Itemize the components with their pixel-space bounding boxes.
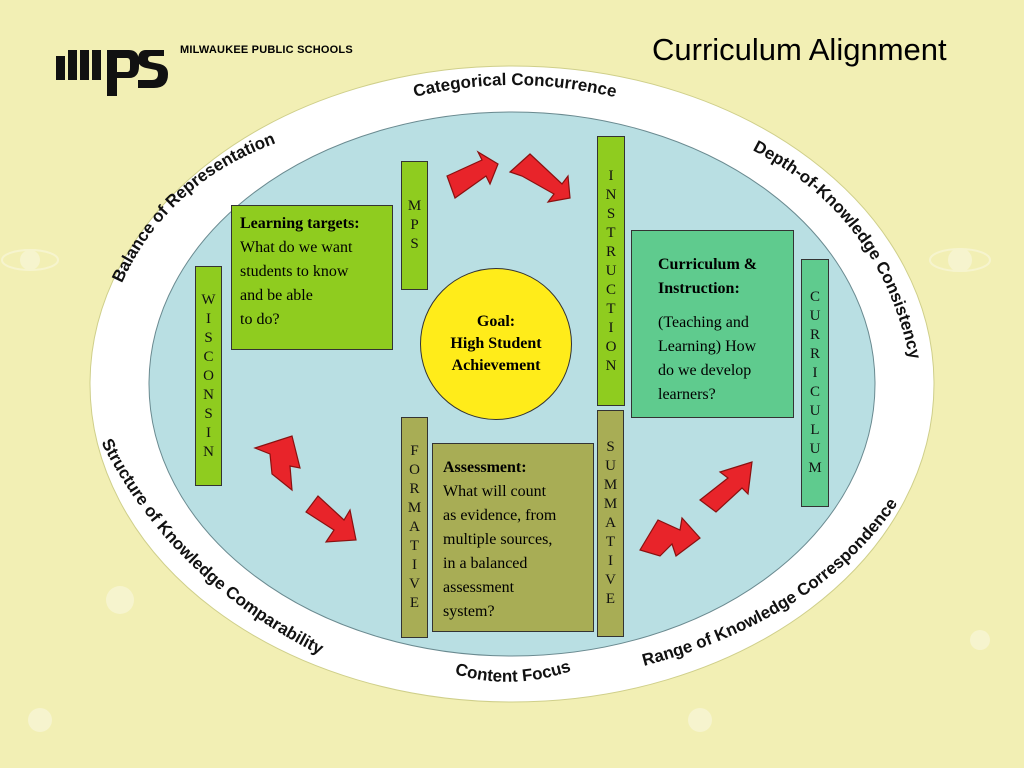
curriculum-instruction-line: Learning) How [658, 338, 757, 355]
vertical-letter: N [203, 386, 214, 403]
learning-targets-heading: Learning targets: [240, 215, 360, 232]
org-name: MILWAUKEE PUBLIC SCHOOLS [180, 44, 353, 56]
curved-arrow-icon [639, 516, 701, 557]
assessment-line: system? [443, 603, 495, 620]
vertical-letter: N [605, 186, 617, 203]
vertical-letter: A [409, 519, 420, 535]
vertical-letter: R [605, 243, 616, 260]
assessment-heading: Assessment: [443, 459, 527, 476]
curriculum-instruction-box: Curriculum & Instruction: (Teaching and … [631, 230, 794, 418]
learning-targets-line: to do? [240, 311, 280, 328]
vertical-letter: I [608, 319, 614, 336]
vertical-letter: S [204, 329, 213, 346]
vertical-letter: M [407, 198, 422, 214]
vertical-letter: I [608, 167, 614, 184]
assessment-line: multiple sources, [443, 531, 553, 548]
vertical-letter: R [809, 346, 820, 362]
vertical-letter: O [203, 367, 214, 384]
vertical-letter: R [809, 327, 820, 343]
goal-line-1: Goal: [476, 313, 516, 330]
vertical-letter: V [605, 572, 616, 588]
curriculum-instruction-line: learners? [658, 386, 716, 403]
vertical-letter: T [606, 300, 616, 317]
vertical-letter: I [608, 553, 613, 569]
vertical-letter: R [409, 481, 420, 497]
vertical-letter: L [810, 422, 820, 438]
goal-line-2: High Student [450, 335, 542, 352]
vertical-letter: O [605, 338, 617, 355]
vertical-letter: I [206, 310, 211, 327]
vertical-letter: N [605, 357, 617, 374]
assessment-line: assessment [443, 579, 515, 596]
vertical-letter: S [204, 405, 213, 422]
vertical-letter: O [409, 462, 420, 478]
curved-arrow-icon [699, 461, 753, 513]
curriculum-instruction-line: do we develop [658, 362, 752, 379]
vertical-letter: U [809, 441, 821, 457]
vertical-letter: M [407, 500, 422, 516]
curriculum-instruction-heading-1: Curriculum & [658, 256, 758, 273]
vertical-letter: T [606, 224, 616, 241]
vertical-letter: T [409, 538, 420, 554]
vertical-letter: I [206, 424, 211, 441]
vertical-letter: M [603, 496, 618, 512]
assessment-box: Assessment: What will count as evidence,… [432, 443, 594, 632]
assessment-line: in a balanced [443, 555, 528, 572]
learning-targets-box: Learning targets: What do we want studen… [231, 205, 393, 350]
mps-logo [56, 50, 168, 96]
vertical-letter: U [809, 308, 821, 324]
vertical-letter: W [201, 291, 216, 308]
curriculum-instruction-heading-2: Instruction: [658, 280, 740, 297]
vertical-letter: E [409, 595, 420, 611]
vertical-letter: S [606, 439, 615, 455]
vertical-letter: N [203, 443, 214, 460]
vertical-letter: C [605, 281, 616, 298]
page-title: Curriculum Alignment [652, 32, 947, 67]
learning-targets-line: What do we want [240, 239, 353, 256]
vertical-letter: C [203, 348, 214, 365]
vertical-letter: C [809, 384, 820, 400]
vertical-letter: A [605, 515, 616, 531]
vertical-letter: E [605, 591, 616, 607]
learning-targets-line: and be able [240, 287, 313, 304]
vertical-letter: I [812, 365, 818, 381]
vertical-letter: U [605, 458, 616, 474]
learning-targets-line: students to know [240, 263, 349, 280]
vertical-letter: T [605, 534, 616, 550]
vertical-letter: S [606, 205, 616, 222]
vertical-letter: M [808, 460, 822, 476]
vertical-letter: V [409, 576, 420, 592]
vertical-letter: M [603, 477, 618, 493]
assessment-line: as evidence, from [443, 507, 557, 524]
vertical-letter: C [809, 289, 820, 305]
curved-arrow-icon [446, 150, 499, 199]
goal-circle: Goal: High Student Achievement [420, 268, 572, 420]
vertical-letter: U [605, 262, 617, 279]
vertical-letter: I [412, 557, 417, 573]
vertical-letter: S [410, 236, 419, 252]
background-decoration [1, 248, 991, 732]
assessment-line: What will count [443, 483, 547, 500]
curved-arrow-icon [253, 435, 301, 492]
goal-line-3: Achievement [451, 357, 541, 374]
curved-arrow-icon [305, 495, 357, 543]
curriculum-instruction-line: (Teaching and [658, 314, 749, 331]
vertical-letter: F [410, 443, 419, 459]
vertical-letter: P [410, 217, 419, 233]
curved-arrow-icon [508, 153, 571, 203]
vertical-letter: U [809, 403, 821, 419]
